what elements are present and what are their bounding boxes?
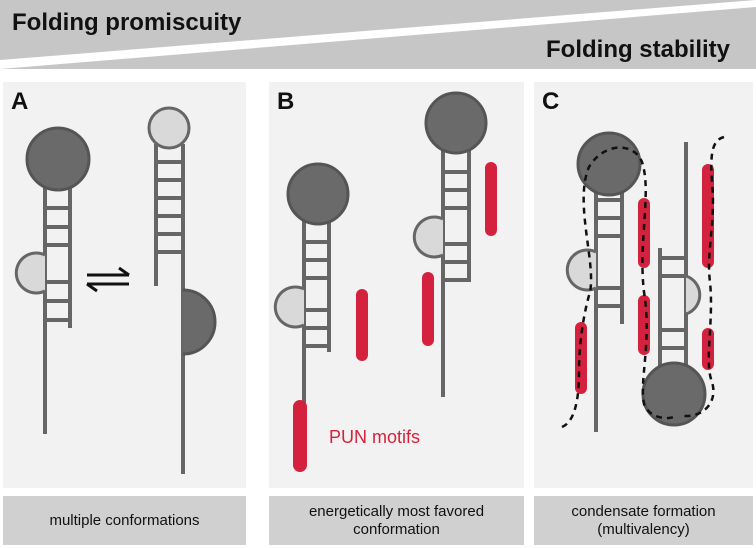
hairpin-loop-dark — [286, 162, 350, 226]
pun-motifs-legend-label: PUN motifs — [329, 427, 421, 447]
pun-motif — [356, 289, 368, 361]
panel-b: B PUN — [269, 82, 524, 488]
bulge-loop-dark — [182, 288, 217, 356]
caption-b: energetically most favored conformation — [269, 496, 524, 545]
stability-wedge — [0, 7, 756, 69]
pun-motif — [485, 162, 497, 236]
rna-structure-right — [658, 142, 688, 382]
panel-a-letter: A — [11, 88, 29, 115]
pun-motif — [702, 328, 714, 370]
rna-structure-right — [154, 144, 185, 474]
rna-structure-right — [441, 150, 471, 397]
dashed-rna-strand-left — [561, 146, 675, 429]
hairpin-loop-dark — [576, 131, 642, 197]
bulge-loop-light — [273, 285, 305, 329]
caption-c: condensate formation (multivalency) — [534, 496, 753, 545]
panel-c: C — [534, 82, 753, 488]
panel-c-letter: C — [542, 88, 560, 115]
caption-a: multiple conformations — [3, 496, 246, 545]
folding-promiscuity-label: Folding promiscuity — [12, 9, 242, 36]
header-gradient-band: Folding promiscuity Folding stability — [0, 0, 756, 72]
hairpin-loop-light — [147, 106, 191, 150]
bulge-loop-light — [14, 251, 46, 295]
pun-motif — [638, 198, 650, 268]
panel-c-diagram — [561, 131, 725, 432]
header-wedges — [0, 0, 756, 69]
panel-b-letter: B — [277, 88, 295, 115]
bulge-loop-light — [565, 248, 597, 292]
bulge-loop-light — [685, 274, 702, 316]
folding-stability-label: Folding stability — [546, 36, 730, 63]
panel-a: A — [3, 82, 246, 488]
hairpin-loop-dark — [424, 91, 488, 155]
dashed-rna-strand-right — [683, 135, 725, 418]
panel-b-diagram — [273, 91, 497, 472]
hairpin-loop-dark — [25, 126, 91, 192]
rna-structure-left — [594, 166, 624, 432]
pun-motif — [638, 295, 650, 355]
rna-structure-left — [43, 187, 72, 434]
panel-a-diagram — [14, 106, 217, 474]
equilibrium-arrows-icon — [86, 266, 130, 293]
pun-motif — [422, 272, 434, 346]
promiscuity-wedge — [0, 0, 756, 60]
rna-structure-left — [302, 220, 331, 462]
bulge-loop-light — [412, 215, 444, 259]
pun-motif-legend-swatch — [293, 400, 307, 472]
